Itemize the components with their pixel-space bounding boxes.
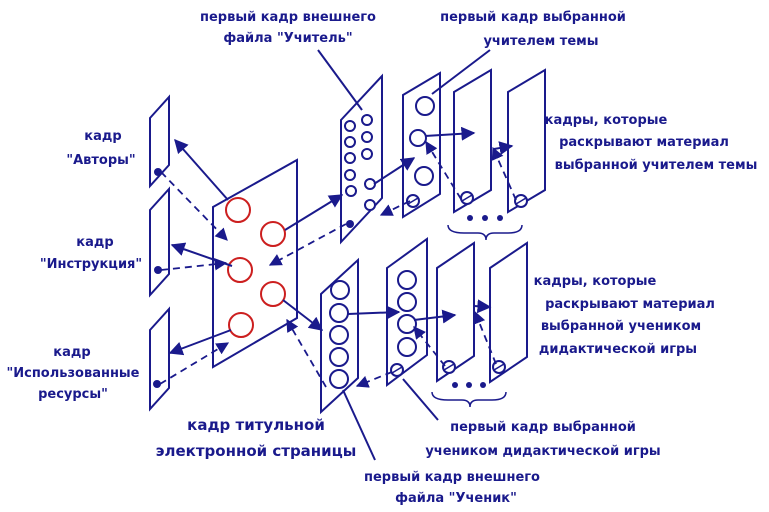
student-frames-label-line2: раскрывают материал	[545, 297, 715, 312]
teacher-file-label-line2: файла "Учитель"	[223, 31, 352, 46]
student-file-label-line1: первый кадр внешнего	[364, 470, 540, 485]
student-file-label-line2: файла "Ученик"	[395, 491, 517, 506]
student-game-label-line1: первый кадр выбранной	[450, 420, 636, 435]
authors-frame	[149, 94, 170, 189]
student-frames-label-line4: дидактической игры	[539, 342, 697, 357]
title-page-label-line2: электронной страницы	[156, 442, 357, 460]
title-link-authors	[225, 197, 251, 223]
teacher-content-frame-1	[453, 68, 492, 214]
teacher-frames-label-line1: кадры, которые	[545, 113, 668, 128]
teacher-topic-label-line2: учителем темы	[483, 34, 598, 49]
teacher-content-frame-2	[507, 68, 546, 214]
instructions-frame	[149, 186, 170, 298]
resources-frame	[149, 306, 170, 412]
teacher-frames-label-line2: раскрывают материал	[559, 135, 729, 150]
teacher-topic-label-line1: первый кадр выбранной	[440, 10, 626, 25]
title-link-instructions	[227, 257, 253, 283]
title-link-teacher	[260, 221, 286, 247]
student-frames-label-line3: выбранной учеником	[541, 319, 701, 334]
title-link-student	[260, 281, 286, 307]
teacher-file-label-line1: первый кадр внешнего	[200, 10, 376, 25]
resources-label-line3: ресурсы"	[38, 387, 108, 402]
resources-label-line1: кадр	[53, 345, 90, 360]
title-page-label-line1: кадр титульной	[187, 416, 325, 434]
student-content-frame-1	[436, 241, 475, 383]
teacher-frames-label-line3: выбранной учителем темы	[555, 158, 758, 173]
student-frames-label-line1: кадры, которые	[534, 274, 657, 289]
instructions-label-line2: "Инструкция"	[40, 257, 142, 272]
student-content-frame-2	[489, 241, 528, 384]
authors-label-line1: кадр	[84, 129, 121, 144]
student-game-label-line2: учеником дидактической игры	[425, 444, 660, 459]
instructions-label-line1: кадр	[76, 235, 113, 250]
authors-label-line2: "Авторы"	[66, 153, 135, 168]
resources-label-line2: "Использованные	[6, 366, 139, 381]
title-link-resources	[228, 312, 254, 338]
